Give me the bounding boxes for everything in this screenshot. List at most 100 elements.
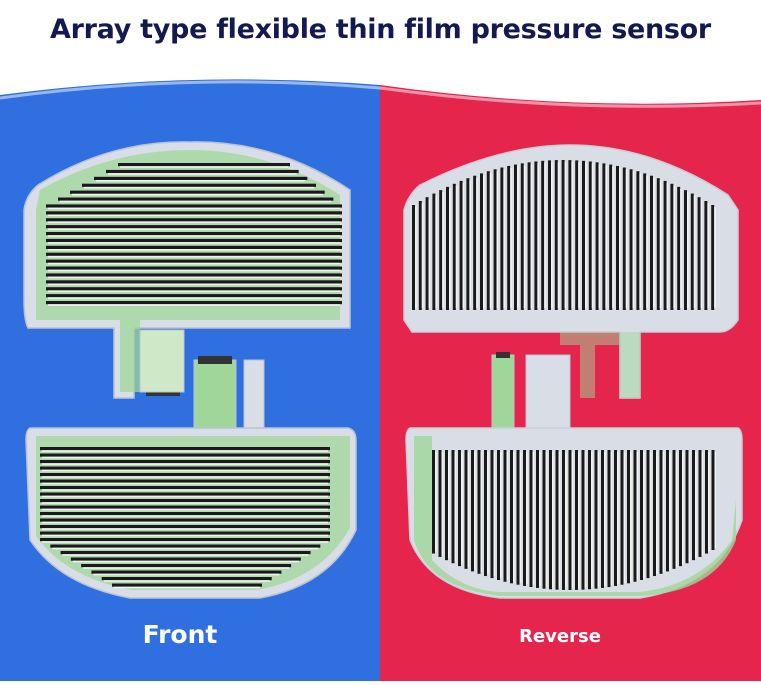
electrode-rows [40, 447, 330, 589]
electrode-gap [506, 452, 509, 580]
electrode-gap [656, 452, 658, 575]
electrode-gap [48, 249, 340, 251]
electrode-row [46, 273, 342, 277]
electrode-column [497, 450, 500, 580]
electrode-column [633, 450, 637, 582]
electrode-column [609, 164, 613, 310]
electrode-row [40, 453, 330, 457]
electrode-column [477, 450, 481, 574]
electrode-gap [500, 452, 502, 578]
front-label: Front [142, 620, 218, 649]
electrode-row [40, 499, 330, 503]
electrode-gap [557, 162, 560, 308]
electrode-row [70, 557, 301, 561]
electrode-gap [639, 173, 641, 308]
electrode-gap [454, 452, 457, 562]
electrode-column [493, 169, 497, 310]
electrode-column [514, 164, 517, 310]
tail [193, 359, 237, 431]
electrode-gap [585, 162, 587, 308]
electrode-gap [493, 452, 496, 577]
electrode-gap [700, 199, 703, 308]
electrode-row [40, 512, 330, 516]
electrode-row [40, 466, 330, 470]
electrode-row [46, 232, 342, 236]
electrode-column [594, 450, 598, 589]
electrode-gap [103, 580, 270, 582]
electrode-column [705, 450, 708, 554]
electrode-column [466, 178, 470, 310]
electrode-row [40, 447, 330, 451]
electrode-columns [412, 160, 716, 310]
electrode-column [554, 160, 558, 310]
electrode-gap [489, 173, 492, 308]
electrode-gap [630, 452, 632, 582]
electrode-column [697, 197, 701, 310]
trace-area [560, 332, 640, 398]
electrode-gap [673, 185, 675, 308]
electrode-gap [619, 167, 621, 308]
electrode-gap [48, 297, 340, 299]
electrode-gap [467, 452, 470, 567]
tail [139, 329, 185, 393]
electrode-gap [496, 171, 499, 308]
electrode-column [622, 167, 626, 310]
electrode-column [663, 180, 667, 310]
electrode-gap [60, 200, 332, 203]
electrode-gap [48, 242, 340, 244]
electrode-column [650, 175, 653, 310]
electrode-column [459, 180, 463, 310]
electrode-column [507, 165, 511, 310]
electrode-column [595, 162, 599, 310]
reverse-label: Reverse [519, 626, 601, 647]
electrode-row [40, 460, 330, 464]
electrode-row [46, 294, 342, 298]
electrode-gap [483, 175, 485, 308]
reverse-upper-sensor [403, 144, 739, 399]
electrode-gap [435, 452, 437, 552]
electrode-column [627, 450, 630, 584]
electrode-gap [48, 255, 340, 258]
electrode-column [536, 450, 539, 588]
electrode-column [670, 183, 674, 310]
electrode-gap [48, 304, 340, 306]
electrode-column [616, 165, 619, 310]
electrode-column [438, 450, 442, 557]
electrode-column [588, 450, 591, 590]
electrode-row [118, 163, 290, 167]
electrode-gap [449, 188, 451, 308]
electrode-gap [701, 452, 704, 555]
electrode-gap [666, 182, 669, 308]
electrode-column [534, 161, 538, 310]
electrode-row [81, 564, 292, 568]
electrode-gap [646, 175, 648, 308]
electrode-gap [649, 452, 652, 577]
electrode-column [685, 450, 689, 564]
electrode-gap [42, 463, 328, 465]
electrode-gap [653, 177, 655, 308]
electrode-column [629, 169, 633, 310]
electrode-column [588, 161, 592, 310]
electrode-column [672, 450, 676, 569]
electrode-column [432, 450, 435, 554]
electrode-column [614, 450, 617, 586]
electrode-gap [476, 177, 478, 308]
electrode-gap [708, 452, 710, 552]
electrode-gap [571, 452, 574, 588]
electrode-gap [680, 188, 682, 308]
electrode-gap [688, 452, 691, 562]
electrode-gap [558, 452, 561, 588]
electrode-gap [625, 169, 628, 308]
electrode-gap [714, 207, 716, 308]
electrode-gap [42, 489, 328, 491]
electrode-gap [598, 164, 601, 308]
electrode-gap [435, 195, 437, 308]
electrode-row [46, 252, 342, 256]
electrode-row [50, 544, 321, 548]
electrode-column [500, 167, 504, 310]
electrode-gap [48, 290, 340, 292]
electrode-column [439, 190, 443, 310]
electrode-column [425, 197, 429, 310]
electrode-column [602, 163, 606, 310]
electrode-column [659, 450, 663, 574]
